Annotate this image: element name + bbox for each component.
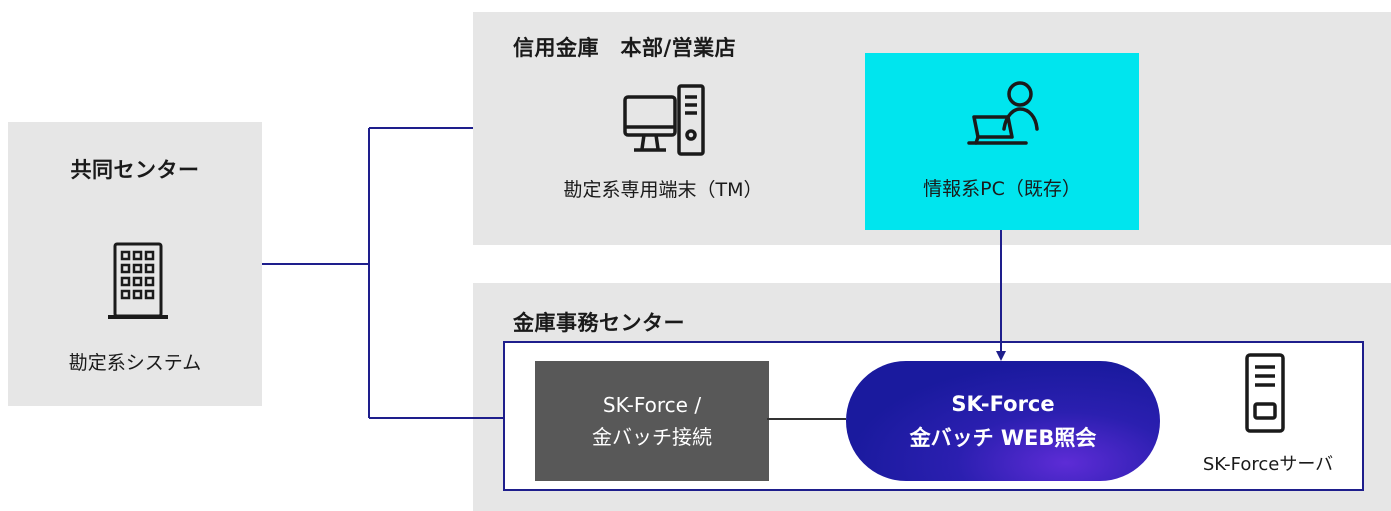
batch-line-1: SK-Force / <box>602 393 702 417</box>
joho-pc-box: 情報系PC（既存） <box>865 53 1139 230</box>
kyodo-center-title: 共同センター <box>70 158 200 182</box>
shinkin-hq-panel: 信用金庫 本部/営業店 勘定系専用端末（TM） 情報系PC（既存） <box>473 12 1391 245</box>
jimu-center-panel: 金庫事務センター SK-Force / 金バッチ接続 SK-Force 金バッチ… <box>473 283 1391 511</box>
server-tower-icon <box>1245 353 1285 433</box>
joho-pc-label: 情報系PC（既存） <box>923 178 1081 200</box>
office-building-icon <box>108 242 168 319</box>
desktop-computer-icon <box>623 84 705 156</box>
user-laptop-icon <box>967 81 1039 145</box>
kyodo-connector <box>262 127 503 419</box>
sk-force-frame: SK-Force / 金バッチ接続 SK-Force 金バッチ WEB照会 SK… <box>503 341 1364 491</box>
shinkin-hq-title: 信用金庫 本部/営業店 <box>513 36 737 60</box>
web-line-2: 金バッチ WEB照会 <box>909 426 1097 450</box>
web-line-1: SK-Force <box>951 392 1055 416</box>
sk-force-web-inquiry-pill: SK-Force 金バッチ WEB照会 <box>846 361 1160 481</box>
sk-force-batch-box: SK-Force / 金バッチ接続 <box>535 361 769 481</box>
jimu-center-title: 金庫事務センター <box>513 311 685 335</box>
kyodo-center-panel: 共同センター 勘定系システム <box>8 122 262 406</box>
sk-force-server-label: SK-Forceサーバ <box>1202 454 1334 475</box>
kanjo-system-label: 勘定系システム <box>68 352 202 374</box>
tm-terminal-label: 勘定系専用端末（TM） <box>563 179 763 201</box>
batch-line-2: 金バッチ接続 <box>592 425 712 449</box>
